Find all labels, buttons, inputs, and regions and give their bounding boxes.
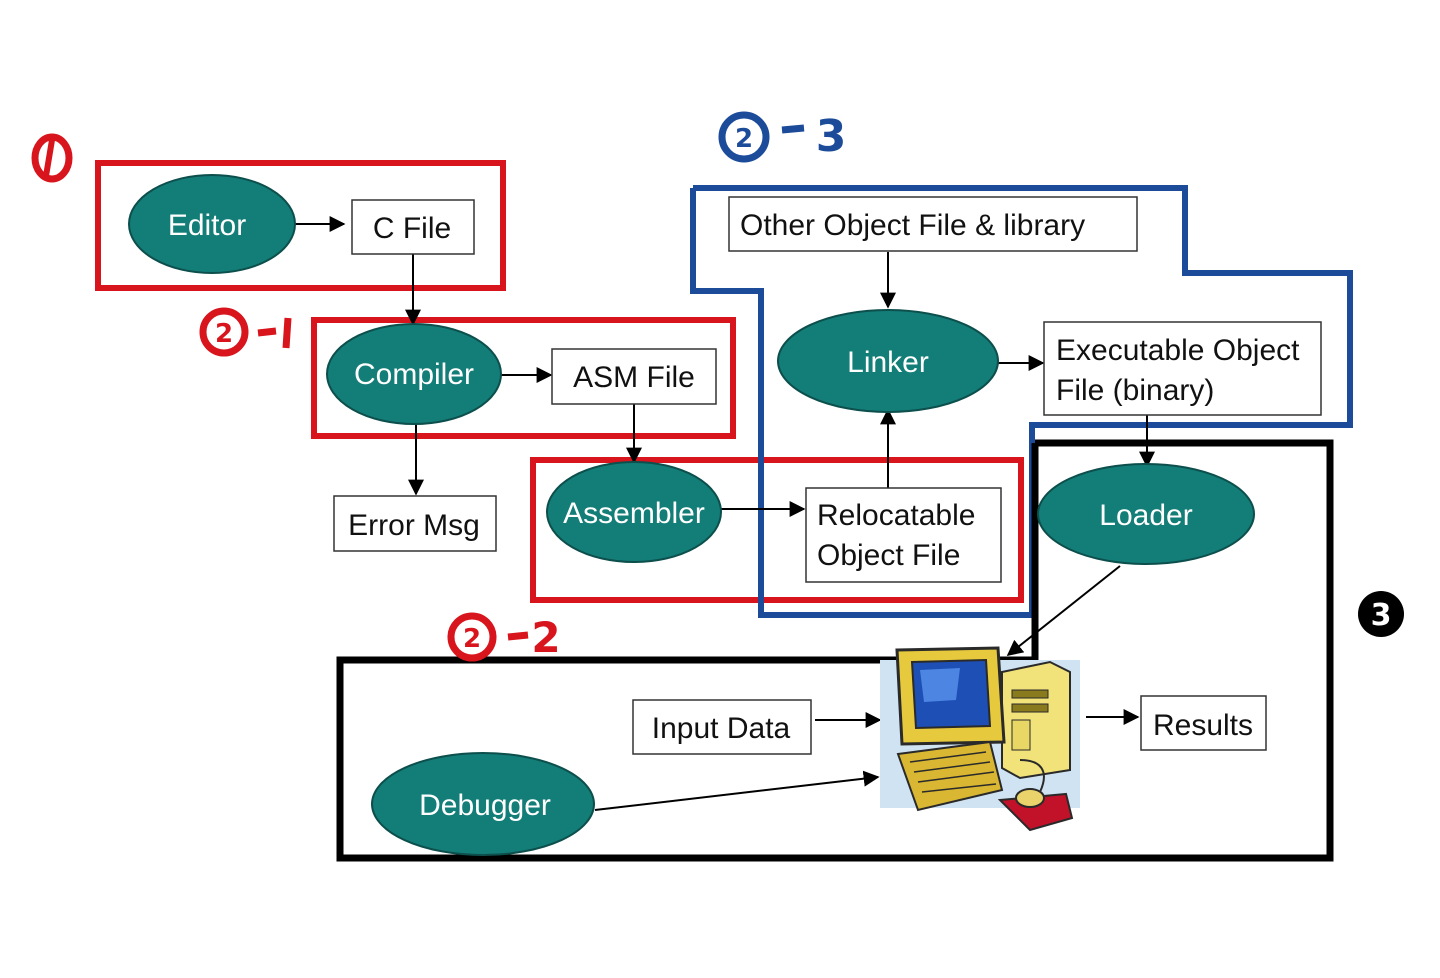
arrow-loader-computer [1006, 565, 1121, 656]
frame-step2-assembler [530, 457, 1024, 603]
annotation-step3: 3 [1358, 591, 1404, 637]
node-relocatable: Relocatable Object File [805, 487, 1002, 583]
svg-text:2: 2 [215, 319, 233, 349]
node-asm-file-label: ASM File [573, 361, 695, 394]
annotation-step2-3: 2 3 [718, 111, 847, 163]
node-error-msg: Error Msg [333, 495, 497, 552]
frame-step1 [95, 160, 506, 291]
svg-text:2: 2 [531, 613, 560, 662]
node-executable-line2: File (binary) [1056, 374, 1214, 407]
node-editor-label: Editor [168, 209, 246, 242]
node-linker-label: Linker [847, 346, 929, 379]
arrow-debugger-computer [594, 770, 880, 811]
node-loader-label: Loader [1099, 499, 1192, 532]
annotation-step2-2: 2 2 [447, 612, 561, 662]
node-c-file: C File [351, 199, 475, 255]
computer-icon [880, 646, 1080, 832]
node-debugger: Debugger [371, 752, 595, 856]
node-linker: Linker [777, 309, 999, 413]
node-other-object: Other Object File & library [728, 196, 1138, 252]
node-assembler-label: Assembler [563, 497, 705, 530]
node-executable: Executable Object File (binary) [1043, 321, 1322, 416]
node-relocatable-line2: Object File [817, 539, 960, 572]
node-input-data: Input Data [632, 699, 812, 755]
svg-text:2: 2 [463, 624, 481, 654]
node-relocatable-line1: Relocatable [817, 499, 975, 532]
node-editor: Editor [128, 174, 296, 274]
node-error-msg-label: Error Msg [348, 509, 480, 542]
node-c-file-label: C File [373, 212, 451, 245]
annotation-step2-1: 2 [199, 307, 292, 357]
frame-step2-3 [690, 185, 1353, 618]
svg-text:3: 3 [1371, 598, 1392, 633]
node-other-object-label: Other Object File & library [740, 209, 1085, 242]
node-results-label: Results [1153, 709, 1253, 742]
node-executable-line1: Executable Object [1056, 334, 1300, 367]
node-results: Results [1140, 695, 1267, 751]
node-debugger-label: Debugger [419, 789, 551, 822]
annotation-step1 [31, 133, 73, 183]
node-compiler: Compiler [326, 323, 502, 425]
node-assembler: Assembler [546, 461, 722, 563]
node-asm-file: ASM File [551, 348, 717, 405]
node-loader: Loader [1037, 463, 1255, 565]
node-input-data-label: Input Data [652, 712, 791, 745]
frame-step2-1 [311, 317, 736, 439]
svg-text:2: 2 [735, 124, 753, 154]
svg-text:3: 3 [816, 111, 847, 162]
node-compiler-label: Compiler [354, 358, 474, 391]
